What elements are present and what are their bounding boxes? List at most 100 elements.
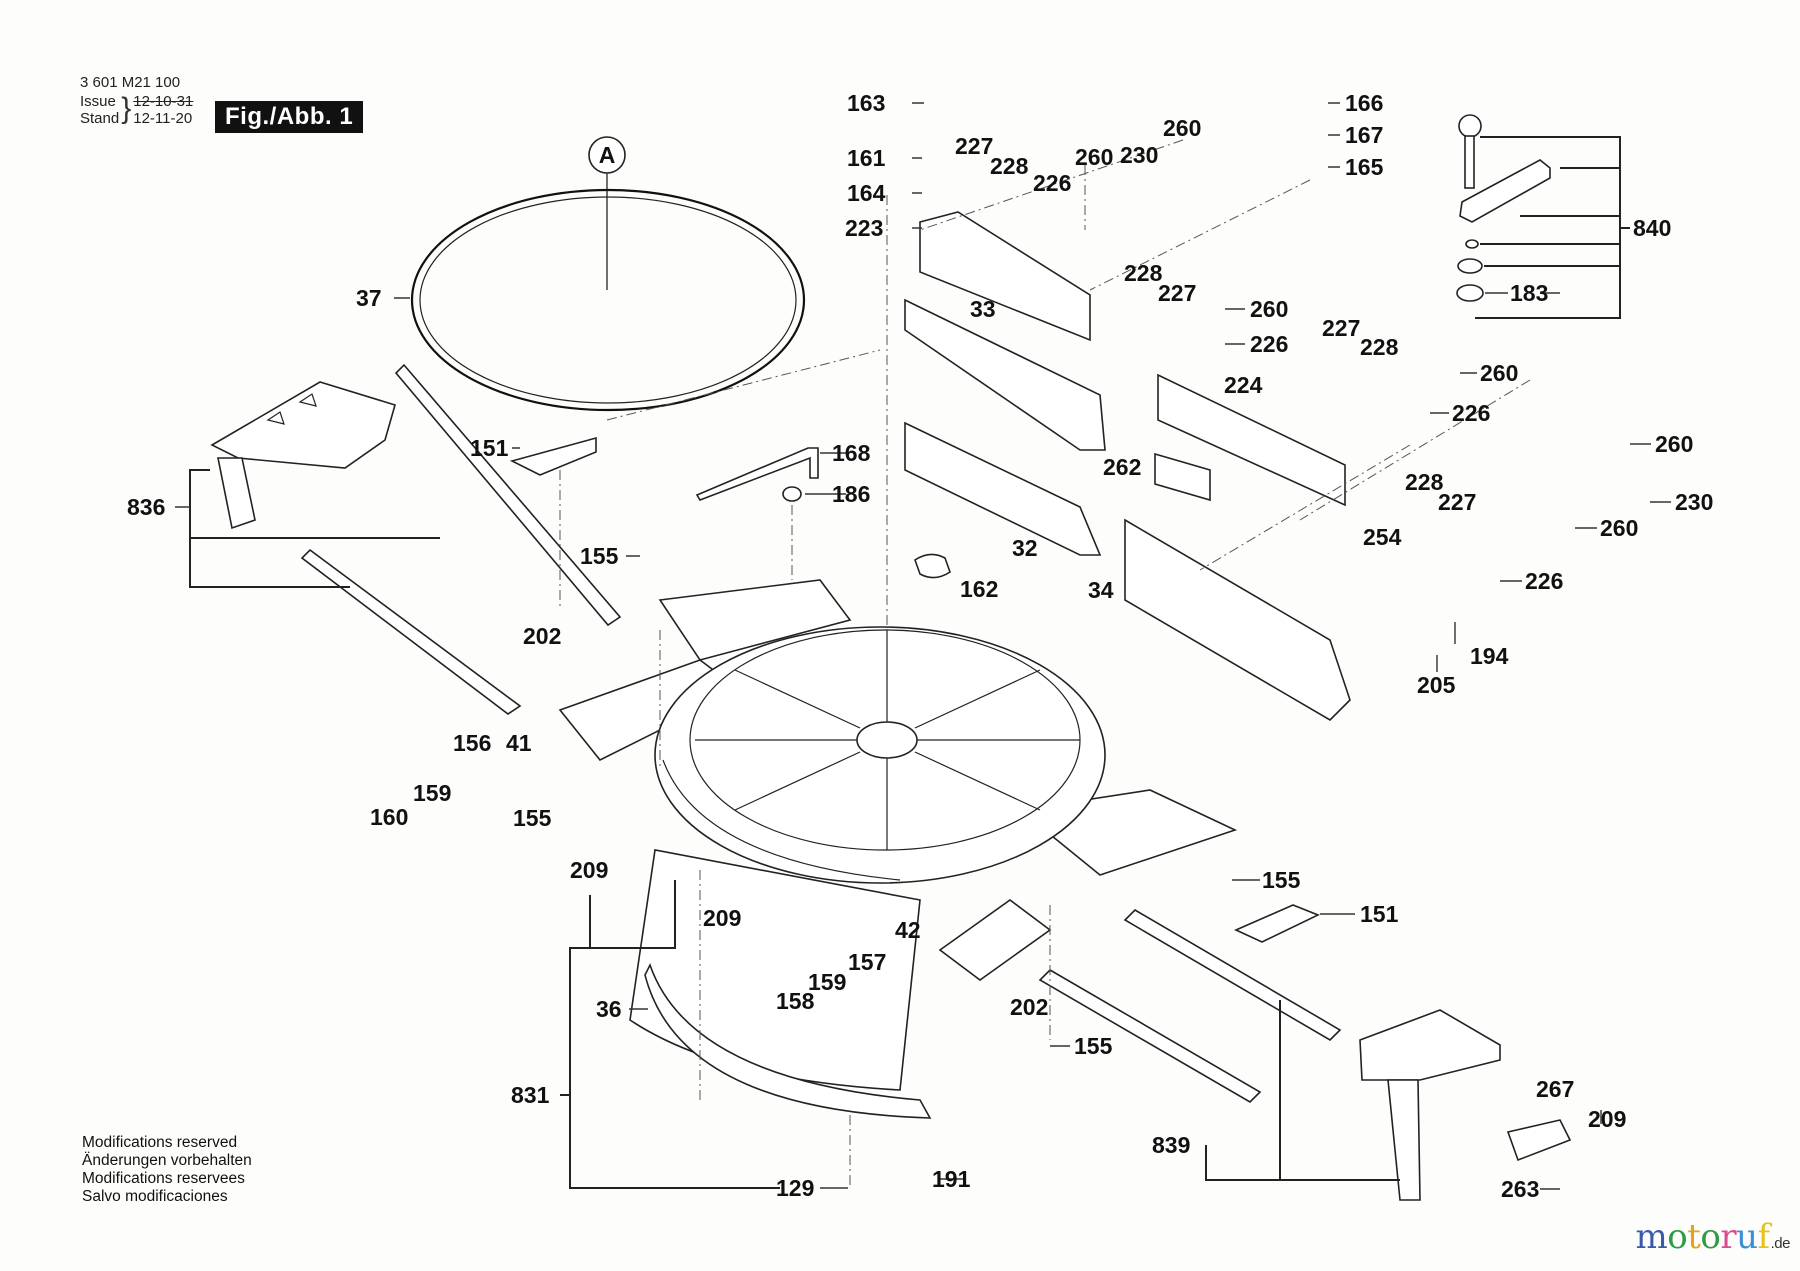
callout-260: 260 (1075, 144, 1113, 170)
fence-224 (1157, 373, 1346, 507)
callout-228: 228 (1405, 469, 1444, 495)
callout-262: 262 (1103, 454, 1141, 480)
callout-226: 226 (1452, 400, 1490, 426)
fence-32 (904, 421, 1102, 556)
callout-155: 155 (1074, 1033, 1113, 1059)
notice-line: Modifications reservees (82, 1170, 245, 1187)
callout-228: 228 (1360, 334, 1399, 360)
callout-260: 260 (1480, 360, 1518, 386)
callout-labels: 163 161 164 223 227 228 226 260 230 260 … (127, 90, 1713, 1202)
callout-226: 226 (1250, 331, 1288, 357)
brand-letter: r (1720, 1217, 1737, 1257)
clamp-162 (914, 553, 951, 579)
callout-41: 41 (506, 730, 532, 756)
left-extension-wing (189, 363, 622, 715)
part-number: 3 601 M21 100 (80, 74, 181, 91)
callout-230: 230 (1675, 489, 1713, 515)
brand-letter: o (1667, 1217, 1688, 1257)
callout-161: 161 (847, 145, 886, 171)
callout-260: 260 (1600, 515, 1638, 541)
callout-159: 159 (413, 780, 451, 806)
drive-ring-part-37: A (410, 136, 806, 412)
callout-158: 158 (776, 988, 815, 1014)
detail-marker-label: A (599, 142, 616, 168)
callout-267: 267 (1536, 1076, 1574, 1102)
brand-letter: t (1687, 1217, 1701, 1257)
callout-151: 151 (1360, 901, 1399, 927)
base-and-turntable (558, 579, 1238, 1091)
callout-34: 34 (1088, 577, 1114, 603)
modifications-notice: Modifications reserved Änderungen vorbeh… (82, 1134, 252, 1206)
hex-key-168 (695, 447, 819, 501)
callout-183: 183 (1510, 280, 1548, 306)
callout-191: 191 (932, 1166, 971, 1192)
callout-155: 155 (1262, 867, 1301, 893)
notice-line: Änderungen vorbehalten (82, 1152, 252, 1169)
callout-155: 155 (513, 805, 552, 831)
callout-223: 223 (845, 215, 883, 241)
bracket-831 (560, 880, 780, 1189)
brand-logo[interactable]: motoruf.de (1635, 1217, 1790, 1257)
leader-lines (175, 102, 1671, 1190)
figure-label: Fig./Abb. 1 (215, 101, 364, 133)
callout-33: 33 (970, 296, 996, 322)
callout-226: 226 (1033, 170, 1071, 196)
stand-label: Stand (80, 110, 120, 127)
callout-840: 840 (1633, 215, 1671, 241)
fence-assembly (904, 211, 1351, 722)
callout-836: 836 (127, 494, 165, 520)
callout-227: 227 (1158, 280, 1196, 306)
fence-34 (1124, 518, 1351, 722)
callout-186: 186 (832, 481, 870, 507)
callout-165: 165 (1345, 154, 1384, 180)
callout-260: 260 (1163, 115, 1201, 141)
nut-186 (782, 486, 802, 502)
callout-831: 831 (511, 1082, 550, 1108)
label-plate-151-right (1234, 904, 1320, 943)
document-header: 3 601 M21 100 Issue Stand } 12-10-31 12-… (80, 74, 193, 127)
callout-263: 263 (1501, 1176, 1539, 1202)
callout-129: 129 (776, 1175, 814, 1201)
cover-267 (1506, 1119, 1572, 1162)
callout-228: 228 (1124, 260, 1163, 286)
right-extension-wing (1038, 908, 1572, 1201)
callout-159: 159 (808, 969, 846, 995)
depth-stop-assembly-840 (1456, 114, 1630, 319)
callout-260: 260 (1655, 431, 1693, 457)
callout-209: 209 (703, 905, 741, 931)
callout-156: 156 (453, 730, 491, 756)
callout-209: 209 (1588, 1106, 1626, 1132)
callout-157: 157 (848, 949, 886, 975)
brand-tld: .de (1770, 1235, 1791, 1252)
callout-42: 42 (895, 917, 921, 943)
callout-167: 167 (1345, 122, 1383, 148)
callout-166: 166 (1345, 90, 1383, 116)
callout-839: 839 (1152, 1132, 1190, 1158)
callout-227: 227 (955, 133, 993, 159)
brand-letter: m (1635, 1217, 1668, 1257)
notice-line: Modifications reserved (82, 1134, 238, 1151)
callout-202: 202 (523, 623, 561, 649)
callout-254: 254 (1363, 524, 1402, 550)
callout-155: 155 (580, 543, 619, 569)
brace-icon: } (121, 92, 132, 125)
callout-164: 164 (847, 180, 886, 206)
callout-32: 32 (1012, 535, 1038, 561)
stand-date: 12-11-20 (133, 110, 193, 127)
callout-160: 160 (370, 804, 408, 830)
brand-letter: o (1700, 1217, 1721, 1257)
callout-194: 194 (1470, 643, 1509, 669)
issue-label: Issue (80, 93, 116, 110)
callout-37: 37 (356, 285, 382, 311)
callout-205: 205 (1417, 672, 1456, 698)
callout-163: 163 (847, 90, 885, 116)
callout-168: 168 (832, 440, 871, 466)
notice-line: Salvo modificaciones (82, 1188, 228, 1205)
callout-227: 227 (1438, 489, 1476, 515)
callout-36: 36 (596, 996, 622, 1022)
issue-stand-block: Issue Stand } 12-10-31 12-11-20 (80, 92, 194, 128)
callout-202: 202 (1010, 994, 1048, 1020)
issue-date: 12-10-31 (133, 93, 194, 110)
callout-230: 230 (1120, 142, 1158, 168)
